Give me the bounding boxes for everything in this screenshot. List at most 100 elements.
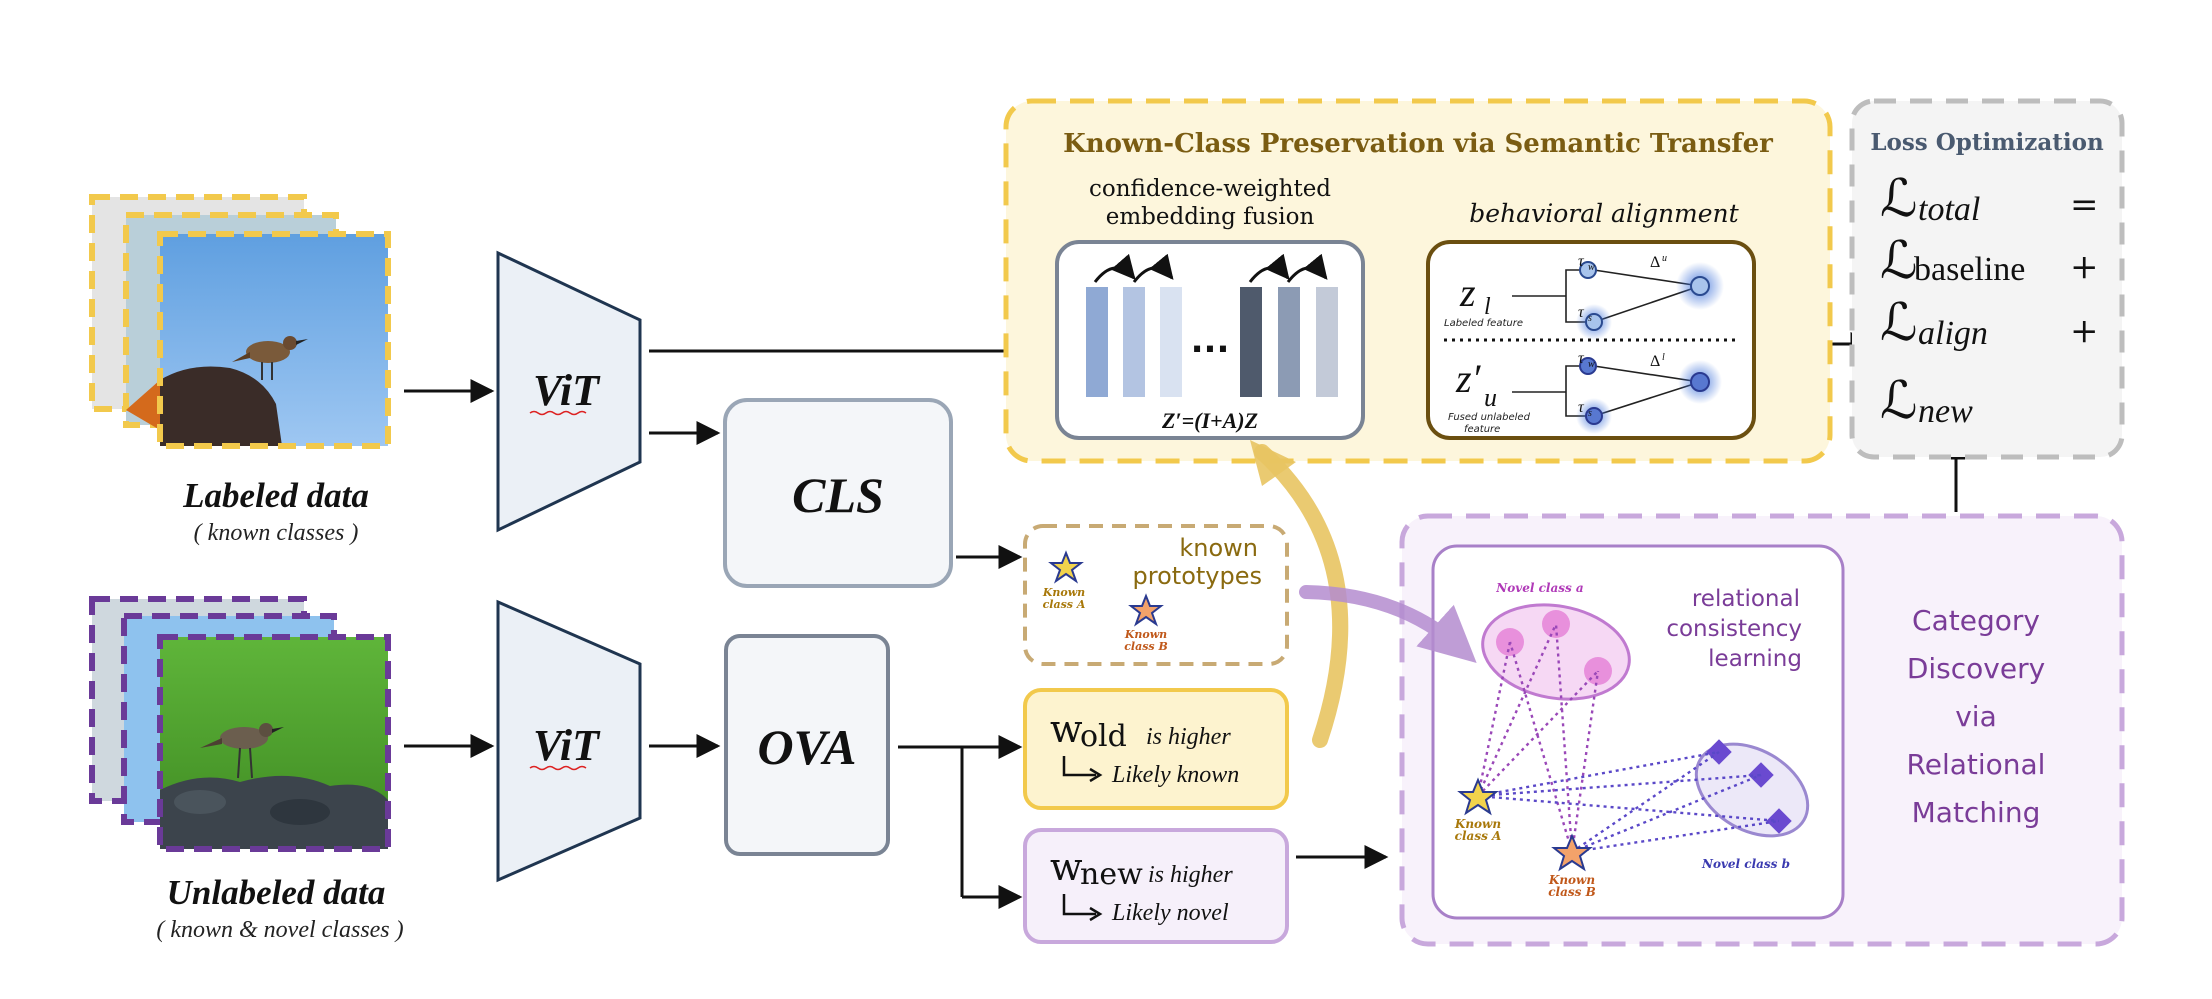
likely-known-label: Likely known — [1111, 762, 1239, 788]
tau-w-top: τ — [1578, 253, 1585, 270]
vit-bottom-label: ViT — [533, 721, 601, 770]
fusion-arcs — [1093, 253, 1328, 283]
svg-text:Discovery: Discovery — [1907, 652, 2045, 685]
fusion-formula: Z′=(I+A)Z — [1161, 408, 1258, 433]
labeled-data-title: Labeled data — [182, 476, 369, 515]
loss-baseline-symbol: ℒ — [1880, 231, 1917, 291]
loss-new-sub: new — [1918, 393, 1973, 430]
prototypes-label-line2: prototypes — [1133, 562, 1262, 590]
svg-text:l: l — [1662, 352, 1665, 363]
loss-plus-2: + — [2070, 311, 2099, 351]
svg-text:Known: Known — [1124, 628, 1167, 641]
svg-text:class A: class A — [1455, 829, 1502, 843]
loss-title: Loss Optimization — [1870, 129, 2104, 156]
w-old-suffix: is higher — [1146, 724, 1231, 750]
z-l-subscript: l — [1484, 294, 1491, 320]
known-class-b-star-icon — [1128, 593, 1164, 627]
svg-text:class A: class A — [1043, 598, 1086, 611]
loss-baseline-sub: baseline — [1914, 251, 2025, 288]
embedding-bars — [1086, 287, 1338, 397]
loss-total-symbol: ℒ — [1880, 169, 1917, 229]
svg-text:Category: Category — [1912, 604, 2040, 637]
w-old-symbol: w — [1050, 707, 1083, 751]
unlabeled-data-subtitle: ( known & novel classes ) — [156, 917, 403, 943]
z-l-caption: Labeled feature — [1444, 318, 1523, 329]
loss-align-sub: align — [1918, 315, 1988, 352]
loss-align-symbol: ℒ — [1880, 293, 1917, 353]
tau-w-bottom: τ — [1578, 350, 1585, 367]
cls-label: CLS — [792, 467, 884, 523]
tau-s-top: τ — [1578, 304, 1585, 321]
svg-text:Known: Known — [1454, 817, 1501, 831]
alignment-title: behavioral alignment — [1469, 199, 1739, 228]
novel-class-a-label: Novel class a — [1495, 581, 1583, 595]
transfer-curve-purple — [1299, 585, 1477, 663]
node-strong-bottom — [1585, 407, 1603, 425]
svg-text:s: s — [1588, 313, 1592, 324]
svg-text:w: w — [1588, 262, 1595, 273]
labeled-image-stack — [89, 194, 391, 449]
w-new-suffix: is higher — [1148, 862, 1233, 888]
w-old-sub: old — [1080, 719, 1127, 754]
prototypes-label-line1: known — [1179, 534, 1258, 562]
svg-text:Known: Known — [1042, 586, 1085, 599]
loss-total-sub: total — [1918, 191, 1980, 228]
relational-consistency-label: relational consistency learning — [1666, 586, 1802, 672]
unlabeled-image-stack — [89, 596, 391, 852]
svg-text:class B: class B — [1548, 885, 1595, 899]
z-u-subscript: u — [1484, 383, 1497, 412]
z-l-symbol: z — [1459, 270, 1476, 315]
node-target-bottom — [1690, 372, 1710, 392]
svg-text:w: w — [1588, 359, 1595, 370]
loss-equals: = — [2070, 185, 2099, 225]
relation-lines-a — [1476, 623, 1600, 853]
known-class-a-star-icon — [1457, 777, 1499, 816]
loss-optimization-region — [1849, 98, 2125, 460]
known-class-a-star-icon — [1048, 550, 1084, 584]
node-weak-bottom — [1579, 357, 1597, 375]
return-arrow-icon — [1062, 894, 1096, 916]
likely-novel-label: Likely novel — [1111, 900, 1229, 926]
bird-icon — [220, 727, 268, 749]
ova-label: OVA — [757, 719, 856, 775]
svg-text:via: via — [1955, 700, 1997, 733]
fusion-ellipsis: ... — [1191, 321, 1230, 361]
transfer-curve-gold-head — [1250, 440, 1296, 486]
node-strong-top — [1585, 313, 1603, 331]
z-u-caption-line1: Fused unlabeled — [1448, 412, 1531, 423]
z-u-caption-line2: feature — [1464, 424, 1500, 435]
novel-class-b-label: Novel class b — [1701, 857, 1790, 871]
rock — [160, 366, 282, 446]
delta-bottom: Δ — [1650, 353, 1660, 370]
w-new-symbol: w — [1050, 845, 1083, 889]
svg-text:Relational: Relational — [1907, 748, 2046, 781]
tau-s-bottom: τ — [1578, 399, 1585, 416]
known-class-b-star-icon — [1551, 833, 1593, 872]
unlabeled-data-title: Unlabeled data — [167, 873, 386, 912]
svg-text:u: u — [1662, 253, 1667, 264]
discovery-title: Category Discovery via Relational Matchi… — [1907, 604, 2046, 829]
labeled-data-subtitle: ( known classes ) — [194, 520, 359, 546]
transfer-curve-gold — [1254, 444, 1349, 748]
w-new-sub: new — [1080, 857, 1143, 892]
loss-new-symbol: ℒ — [1880, 371, 1917, 431]
return-arrow-icon — [1062, 756, 1096, 777]
z-u-symbol: z′ — [1455, 356, 1482, 401]
fusion-label-line1: confidence-weighted — [1089, 176, 1331, 202]
vit-top-label: ViT — [533, 366, 601, 415]
novel-a-point — [1542, 610, 1570, 638]
svg-text:learning: learning — [1708, 646, 1802, 672]
known-prototypes-box — [1023, 524, 1289, 666]
node-weak-top — [1579, 261, 1597, 279]
vit-encoder-top — [496, 250, 642, 533]
bird-icon — [246, 341, 290, 363]
relation-lines-b — [1477, 750, 1780, 854]
svg-text:consistency: consistency — [1666, 616, 1802, 642]
svg-text:class B: class B — [1124, 640, 1168, 653]
svg-text:Matching: Matching — [1912, 796, 2041, 829]
cls-head — [723, 398, 953, 588]
ova-head — [724, 634, 890, 856]
vit-encoder-bottom — [496, 599, 642, 883]
svg-text:relational: relational — [1692, 586, 1800, 612]
